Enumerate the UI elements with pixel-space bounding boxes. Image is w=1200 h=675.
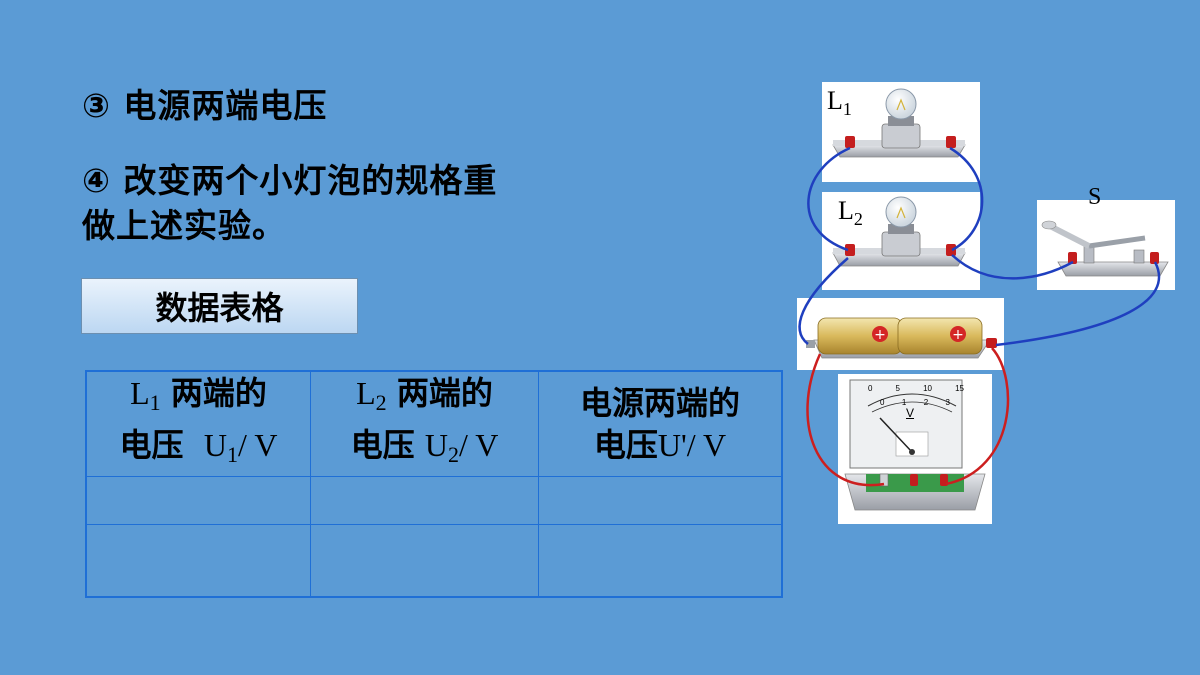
switch-label: S: [1088, 184, 1102, 210]
lamp-2-label: L2: [838, 196, 863, 229]
step-4-line-2: 做上述实验。: [82, 206, 286, 245]
wires: [798, 146, 1161, 487]
battery: + +: [806, 317, 997, 359]
table-cell[interactable]: [538, 475, 783, 526]
table-cell[interactable]: [538, 524, 783, 598]
table-cell[interactable]: [310, 524, 539, 598]
lamp-1-label: L1: [827, 86, 852, 119]
lamp-2: [832, 196, 966, 267]
header-source-voltage: 电源两端的 电压U'/ V: [538, 370, 783, 477]
step-3-text: ③ 电源两端电压: [82, 86, 328, 125]
header-l1-voltage: L1 两端的 电压 U1/ V: [85, 370, 311, 477]
table-row: [85, 524, 783, 598]
table-cell[interactable]: [310, 475, 539, 526]
step-4-line-1: ④ 改变两个小灯泡的规格重: [82, 161, 498, 200]
step-4-text: ④ 改变两个小灯泡的规格重 做上述实验。: [82, 158, 497, 248]
svg-text:+: +: [874, 327, 886, 343]
table-cell[interactable]: [85, 524, 311, 598]
svg-text:+: +: [952, 327, 964, 343]
table-row: [85, 475, 783, 526]
voltmeter-unit: V: [906, 406, 915, 420]
switch: [1041, 220, 1169, 277]
data-table-button[interactable]: 数据表格: [81, 278, 358, 334]
header-l2-voltage: L2 两端的 电压 U2/ V: [310, 370, 539, 477]
data-table: L1 两端的 电压 U1/ V L2 两端的 电压 U2/ V 电源两端的 电压…: [85, 370, 783, 598]
lamp-1: [832, 88, 966, 158]
